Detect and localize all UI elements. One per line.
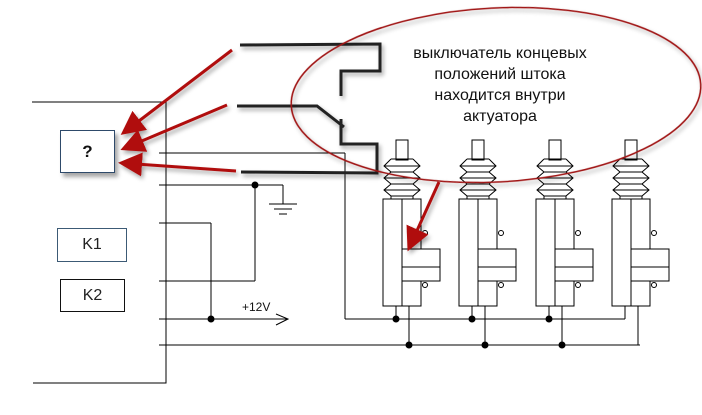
bellows (383, 158, 392, 200)
actuator (611, 139, 670, 345)
relay-k1-label: K1 (82, 236, 102, 253)
callout-line: находится внутри (434, 87, 566, 104)
callout-line: положений штока (434, 66, 566, 83)
actuator (382, 139, 441, 345)
actuators (382, 139, 670, 345)
bellows (612, 158, 621, 200)
controller-outline (32, 101, 167, 384)
supply-label: +12V (242, 300, 271, 314)
arrow-icon (406, 181, 441, 252)
callout-ellipse (290, 6, 702, 184)
unknown-block-label: ? (82, 141, 93, 161)
callout-line: актуатора (463, 108, 537, 125)
bellows (536, 158, 545, 200)
relay-k2: K2 (60, 279, 125, 312)
callout-text: выключатель концевых положений штока нах… (400, 43, 600, 127)
actuator (458, 139, 517, 345)
actuator (535, 139, 594, 345)
relay-k2-label: K2 (82, 286, 103, 304)
arrow-icon (120, 48, 233, 135)
relay-k1: K1 (57, 228, 127, 262)
callout-line: выключатель концевых (413, 45, 587, 62)
arrow-icon (120, 103, 228, 152)
ground-icon (269, 185, 297, 215)
arrow-icon (118, 152, 237, 177)
annotation-arrows (118, 48, 441, 252)
bellows (459, 158, 468, 200)
limit-switch (237, 42, 382, 175)
unknown-block: ? (60, 130, 115, 173)
